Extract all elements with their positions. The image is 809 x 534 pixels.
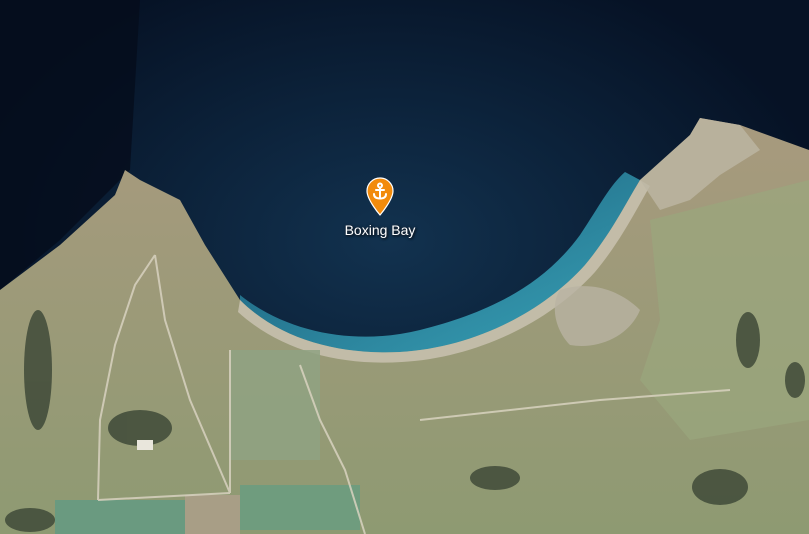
boxing-bay-marker[interactable] (366, 177, 394, 217)
anchor-icon (373, 182, 387, 200)
place-label[interactable]: Boxing Bay (344, 222, 416, 238)
deep-water-left (0, 0, 140, 290)
rock-outcrop (554, 286, 640, 346)
vegetation-patches (5, 310, 805, 532)
building (137, 440, 153, 450)
paddock (185, 495, 240, 534)
tracks (97, 254, 731, 534)
headland-rocks (640, 118, 760, 210)
paddock (240, 485, 360, 530)
paddock (55, 500, 185, 534)
paddock (230, 350, 320, 460)
field-area (640, 180, 809, 440)
map-pin-icon (366, 177, 394, 216)
